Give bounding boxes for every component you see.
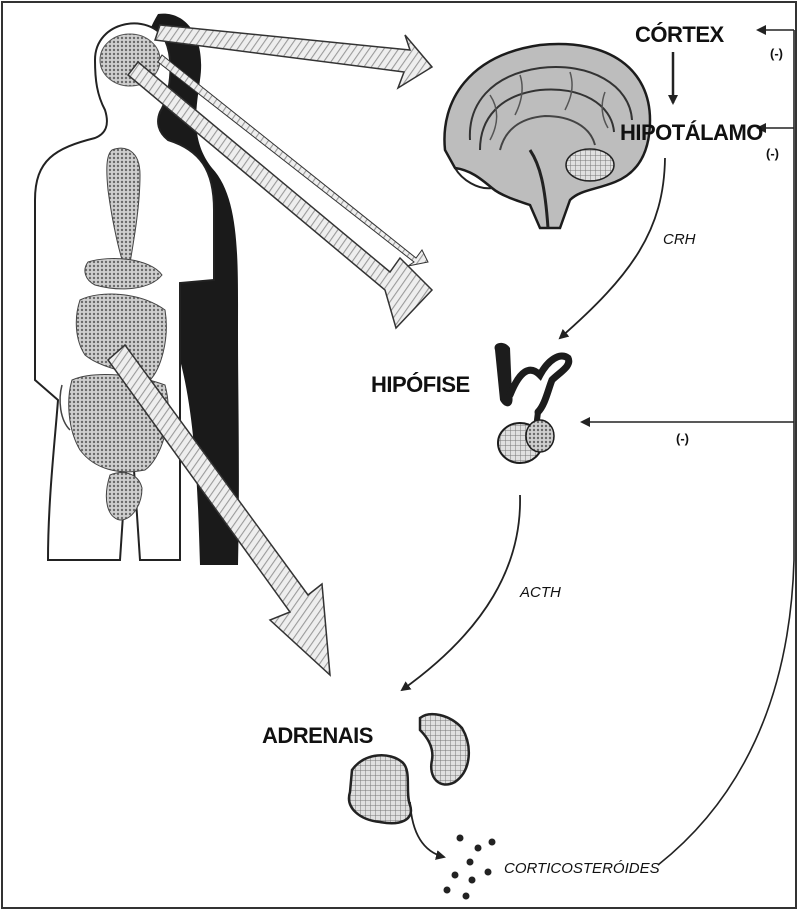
- corticosteroid-particles: [444, 835, 496, 900]
- label-corticosteroids: CORTICOSTERÓIDES: [504, 860, 660, 877]
- arrow-acth: [402, 495, 520, 690]
- label-cortex: CÓRTEX: [635, 22, 725, 47]
- label-pituitary: HIPÓFISE: [371, 372, 470, 397]
- feedback-sign-cortex: (-): [770, 46, 783, 61]
- feedback-sign-pituitary: (-): [676, 431, 689, 446]
- arrow-adrenals-to-corticosteroids: [410, 802, 444, 857]
- label-hypothalamus: HIPOTÁLAMO: [620, 120, 763, 145]
- label-crh: CRH: [663, 231, 696, 248]
- label-acth: ACTH: [519, 584, 561, 601]
- pituitary-gland-image: [495, 343, 569, 463]
- feedback-sign-hypothalamus: (-): [766, 146, 779, 161]
- label-adrenals: ADRENAIS: [262, 723, 373, 748]
